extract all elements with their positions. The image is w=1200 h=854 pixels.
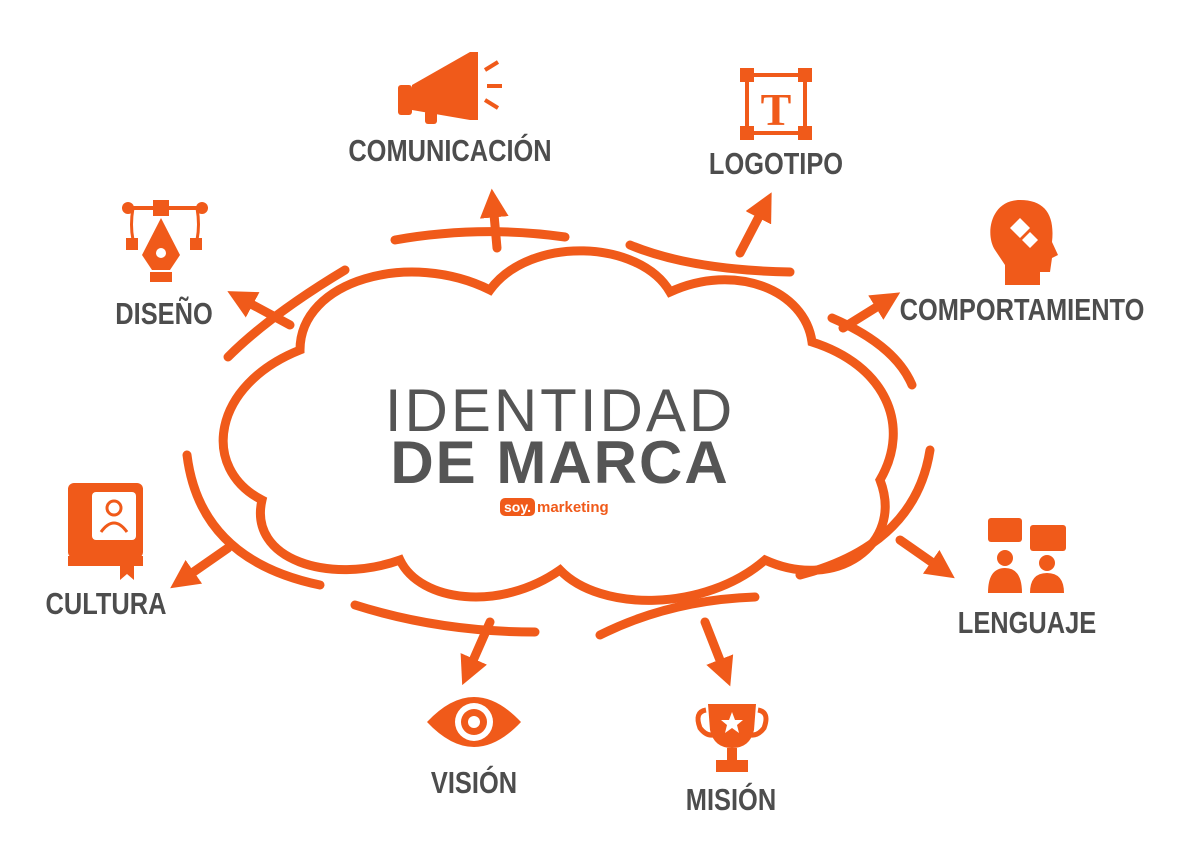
title-line-1: IDENTIDAD (384, 377, 736, 444)
title-line-2: DE MARCA (390, 429, 730, 496)
brand-logo: soy. marketing (500, 498, 609, 516)
label-cultura: CULTURA (45, 586, 167, 621)
label-vision: VISIÓN (430, 765, 518, 800)
label-lenguaje: LENGUAJE (957, 605, 1097, 640)
label-diseno: DISEÑO (115, 296, 213, 331)
arc-logotipo (625, 192, 795, 277)
label-comportamiento: COMPORTAMIENTO (899, 292, 1145, 327)
svg-text:T: T (761, 84, 792, 135)
head-puzzle-icon (990, 200, 1058, 285)
text-frame-icon: T (740, 68, 812, 140)
arc-cultura (170, 450, 325, 590)
arc-lenguaje (795, 445, 955, 580)
arc-vision (350, 600, 540, 686)
label-mision: MISIÓN (685, 782, 777, 817)
arc-comportamiento (827, 292, 917, 390)
logo-marketing: marketing (536, 498, 609, 516)
megaphone-icon (398, 52, 502, 124)
arc-comunicacion (390, 188, 570, 253)
book-user-icon (68, 483, 143, 580)
eye-icon (427, 697, 521, 747)
arc-diseno (223, 265, 350, 362)
trophy-icon (695, 704, 769, 772)
pen-tool-icon (122, 200, 208, 282)
label-logotipo: LOGOTIPO (708, 146, 844, 181)
logo-soy: soy. (500, 498, 535, 516)
label-comunicacion: COMUNICACIÓN (348, 133, 552, 168)
arc-mision (595, 592, 760, 687)
people-chat-icon (988, 518, 1066, 593)
